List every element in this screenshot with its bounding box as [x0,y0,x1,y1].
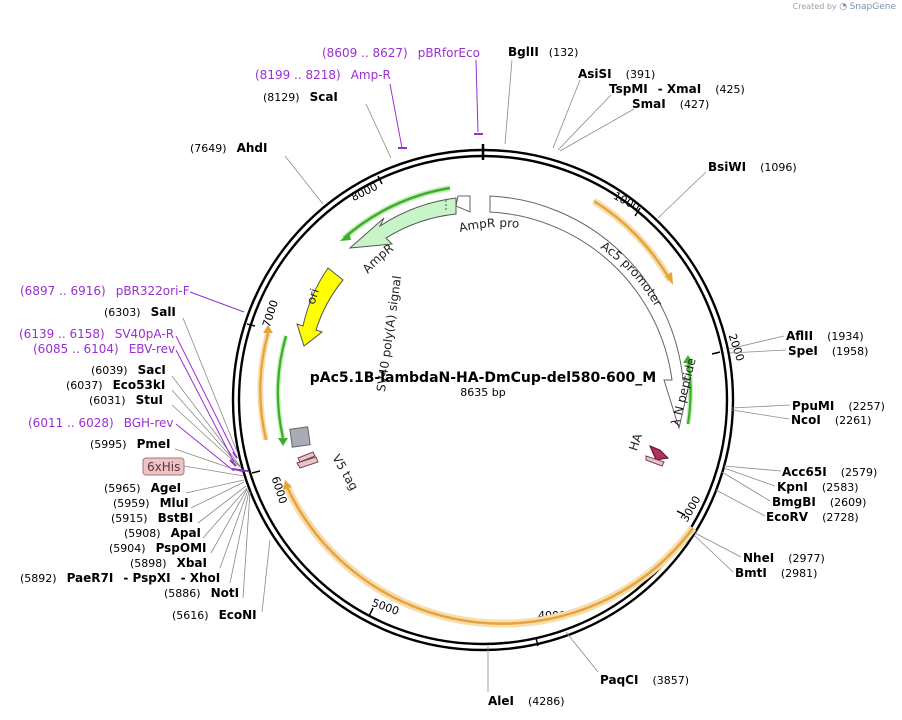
site-bmgbi[interactable]: BmgBI(2609) [772,495,866,509]
primer-bgh-rev[interactable]: (6011 .. 6028)BGH-rev [28,416,174,430]
site-bstbi[interactable]: (5915)BstBI [111,511,193,525]
site-asisi[interactable]: AsiSI(391) [578,67,655,81]
site-alei[interactable]: AleI(4286) [488,694,565,708]
6xhis-label: 6xHis [147,460,180,474]
tick-label-3000: 3000 [678,494,703,525]
tick-label-8000: 8000 [349,180,380,204]
site-smai[interactable]: SmaI(427) [632,97,709,111]
site-bsiwi[interactable]: BsiWI(1096) [708,160,797,174]
ori-label: ori [304,287,322,306]
site-aflii[interactable]: AflII(1934) [786,329,864,343]
6xhis-tag[interactable]: 6xHis [142,457,245,477]
lambda-n-peptide-mark [649,445,670,461]
site-noti[interactable]: (5886)NotI [164,586,239,600]
ampr-arrow [348,197,457,249]
primer-amp-r[interactable]: (8199 .. 8218)Amp-R [255,68,391,82]
credit-brand: SnapGene [849,2,896,12]
site-paqci[interactable]: PaqCI(3857) [600,673,689,687]
site-ppumi[interactable]: PpuMI(2257) [792,399,885,413]
site-sali[interactable]: (6303)SalI [104,305,176,319]
green-orf-arcs [275,185,694,446]
primer-ebv-rev[interactable]: (6085 .. 6104)EBV-rev [33,342,175,356]
v5-tag-mark [296,456,319,469]
primer-pbr322ori-f[interactable]: (6897 .. 6916)pBR322ori-F [20,284,190,298]
site-nhei[interactable]: NheI(2977) [743,551,825,565]
primer-sv40pa-r[interactable]: (6139 .. 6158)SV40pA-R [19,327,174,341]
site-acc65i[interactable]: Acc65I(2579) [782,465,877,479]
site-pmei[interactable]: (5995)PmeI [90,437,170,451]
site-bmti[interactable]: BmtI(2981) [735,566,817,580]
site-ecorv[interactable]: EcoRV(2728) [766,510,859,524]
tick-label-7000: 7000 [260,298,281,329]
site-xbai[interactable]: (5898)XbaI [130,556,207,570]
ac5-promoter-label: Ac5 promoter [598,239,665,309]
site-pspomi[interactable]: (5904)PspOMI [109,541,207,555]
ha-label: HA [626,431,645,452]
right-site-leaders [487,59,791,692]
site-spei[interactable]: SpeI(1958) [788,344,868,358]
site-apai[interactable]: (5908)ApaI [124,526,201,540]
site-mlui[interactable]: (5959)MluI [113,496,189,510]
snapgene-logo-icon: ◔ [839,2,848,12]
site-ncoi[interactable]: NcoI(2261) [791,413,871,427]
site-paer7i-pspxi-xhoi[interactable]: (5892)PaeR7I- PspXI- XhoI [20,571,220,585]
credit-text: Created by [792,2,837,11]
site-stui[interactable]: (6031)StuI [89,393,163,407]
primer-leaders [175,59,483,472]
snapgene-credit: Created by ◔ SnapGene [793,2,896,12]
tick-label-1000: 1000 [611,189,642,214]
left-site-leaders [171,103,392,613]
site-kpni[interactable]: KpnI(2583) [777,480,858,494]
primer-pbrforeco[interactable]: (8609 .. 8627)pBRforEco [322,46,480,60]
ampr-promoter-arrow [455,195,471,213]
orf-arcs [257,198,697,628]
ampr-promoter-label: AmpR promoter [0,0,520,235]
site-saci[interactable]: (6039)SacI [91,363,166,377]
sv40-polya-box [289,426,311,448]
plasmid-name: pAc5.1B-lambdaN-HA-DmCup-del580-600_M [310,370,656,386]
ha-tag-mark [645,455,665,467]
plasmid-size: 8635 bp [460,386,505,399]
v5-tag-label: V5 tag [329,452,361,493]
site-ahdi[interactable]: (7649)AhdI [190,141,267,155]
site-agei[interactable]: (5965)AgeI [104,481,181,495]
site-tspmi-xmai[interactable]: TspMI- XmaI(425) [609,82,745,96]
tick-marks [246,175,721,647]
site-scai[interactable]: (8129)ScaI [263,90,338,104]
site-econi[interactable]: (5616)EcoNI [172,608,257,622]
ac5-promoter-arrow [489,195,691,430]
site-eco53ki[interactable]: (6037)Eco53kI [66,378,165,392]
site-bglii[interactable]: BglII(132) [508,45,578,59]
ori-arrow [296,267,344,347]
